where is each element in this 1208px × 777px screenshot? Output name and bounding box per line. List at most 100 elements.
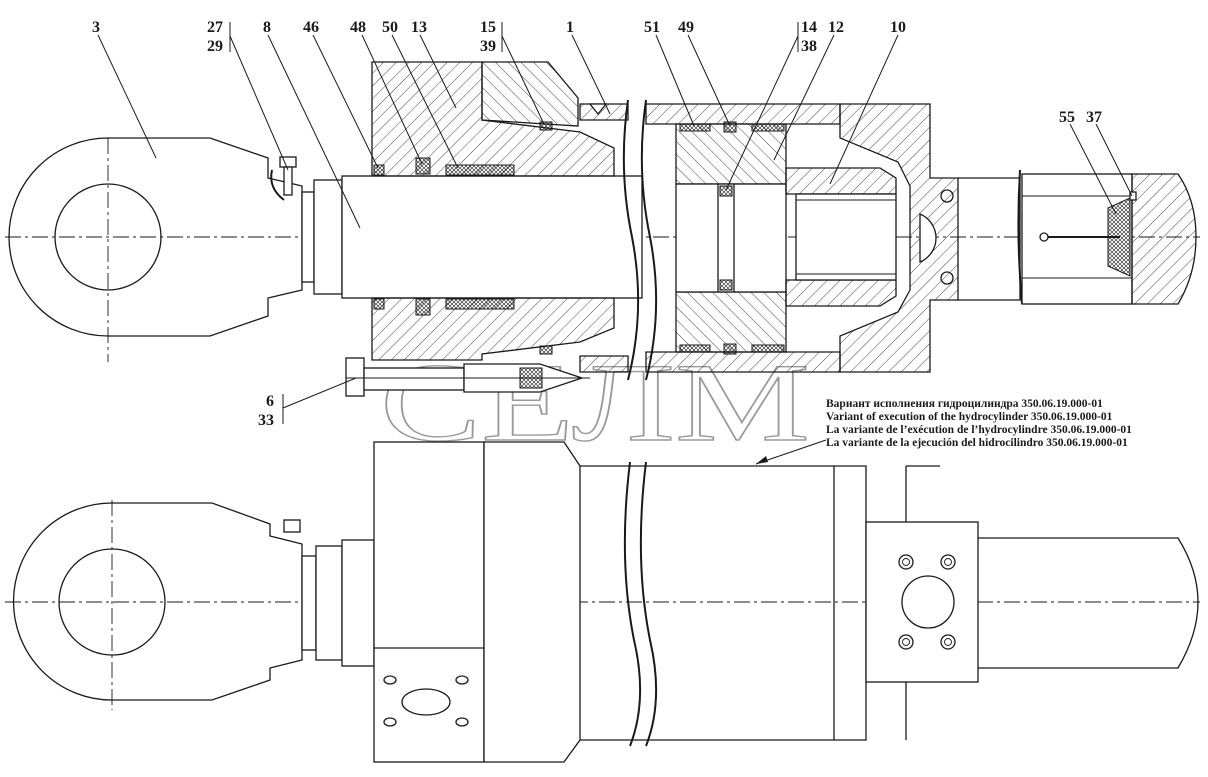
rod-eye-bore-lower [58,548,166,656]
callout-49: 49 [678,19,694,36]
callout-leaders-upper [97,22,1133,424]
seal-38-upper [751,123,785,132]
barrel-break-upper [622,99,640,381]
callout-39: 39 [480,38,496,55]
cylinder-bottom [839,103,959,373]
rod-collar [313,179,343,295]
gland-taper-lower [483,441,581,763]
bottom-port-lower [901,575,955,629]
gland-bolt-b [455,675,469,685]
gland-lower [371,297,615,361]
leader-49 [687,34,731,127]
bolt-head [345,357,365,397]
bottom-bolt-c [898,634,914,650]
seal-46-lower [373,298,385,310]
leader-48 [361,34,423,165]
bottom-block-rail [905,465,940,740]
caption-arrowhead [756,456,768,464]
grease-nipple-lower [283,519,301,533]
callout-46: 46 [303,19,319,36]
grease-nipple-body [283,166,293,196]
barrel-wall-upper [579,103,629,121]
rod-collar-lower [315,545,343,661]
leader-13 [419,34,457,109]
piston-nut-upper [785,167,897,195]
grease-nipple [279,156,297,168]
piston-rod [341,175,643,299]
caption-en: Variant of execution of the hydrocylinde… [826,411,1113,423]
bottom-bolt-lower [940,271,954,285]
gland-body-lower [373,441,485,763]
callout-12: 12 [828,19,844,36]
seal-14-lower [719,279,733,291]
mounting-lug [958,177,1021,301]
callout-37: 37 [1086,109,1102,126]
piston-lower [675,291,787,353]
leader-14 [725,35,799,191]
callout-48: 48 [350,19,366,36]
barrel-wall-lower [579,355,629,373]
caption-es: La variante de la ejecución del hidrocil… [826,437,1128,449]
seal-14-upper [719,185,733,197]
callout-50: 50 [382,19,398,36]
callout-13: 13 [411,19,427,36]
seal-46-upper [373,164,385,176]
lug-lower [978,537,1199,669]
bottom-bolt-upper [940,189,954,203]
barrel-lower-break-b [639,461,658,747]
piston-upper [675,123,787,185]
barrel-lower-break-a [623,461,642,747]
rod-eye-bore [54,183,162,291]
leader-55 [1069,123,1117,215]
leader-15 [501,35,545,125]
bottom-bolt-b [940,554,956,570]
seal-15-upper [539,121,553,131]
barrel-wall-upper-right [645,103,841,125]
seal-49-lower [723,343,737,355]
leader-1 [571,34,611,115]
seal-50-upper [445,164,515,176]
seal-38-lower [751,344,785,353]
pin-37 [1129,191,1137,201]
leader-51 [655,34,695,127]
lug-end [1131,173,1197,305]
leader-3 [97,34,157,159]
callout-55: 55 [1059,109,1075,126]
callout-27: 27 [207,19,223,36]
callout-labels: 3 27 29 8 46 48 50 13 15 39 1 51 49 14 3… [92,19,1102,429]
callout-10: 10 [890,19,906,36]
exterior-view [5,441,1200,763]
caption-fr: La variante de l’exécution de l’hydrocyl… [826,424,1132,436]
seal-51-upper [679,123,711,132]
leader-6 [282,377,357,409]
bottom-bolt-a [898,554,914,570]
bottom-bolt-d-inner [944,638,952,646]
seal-49-upper [723,121,737,133]
callout-14: 14 [801,19,817,36]
gland-bolt-c [383,717,397,727]
callout-38: 38 [801,38,817,55]
piston-nut-lower [785,279,897,307]
rod-neck [301,191,315,283]
callout-33: 33 [258,412,274,429]
gland-port-lower [401,688,451,716]
leader-10 [829,34,899,185]
callout-8: 8 [263,19,271,36]
bolt-shank [363,367,465,391]
gland-bolt-a [383,675,397,685]
rod-neck-lower [301,555,317,651]
bottom-bolt-c-inner [902,638,910,646]
leader-8 [267,34,361,229]
gland-nose-lower [341,539,375,667]
leader-37 [1095,123,1133,197]
callout-6: 6 [266,393,274,410]
seal-15-lower [539,345,553,355]
piston-core [675,183,787,293]
bottom-bolt-a-inner [902,558,910,566]
lug-break-a [1017,169,1023,305]
rod-eye-lower [12,502,303,701]
leader-50 [391,34,459,169]
seal-50-lower [445,298,515,310]
leader-46 [312,34,379,169]
